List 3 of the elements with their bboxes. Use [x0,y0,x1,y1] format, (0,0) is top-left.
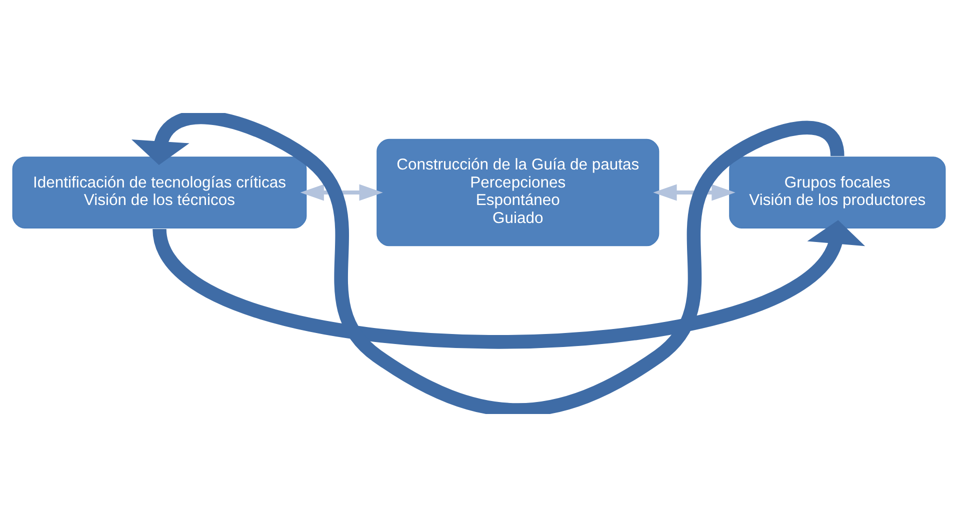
node-box: Construcción de la Guía de pautas Percepciones Espontáneo Guiado [376,138,660,246]
node-box: Identificación de tecnologías críticas Visión de los técnicos [12,156,307,228]
node-box: Grupos focales Visión de los productores [729,156,946,228]
